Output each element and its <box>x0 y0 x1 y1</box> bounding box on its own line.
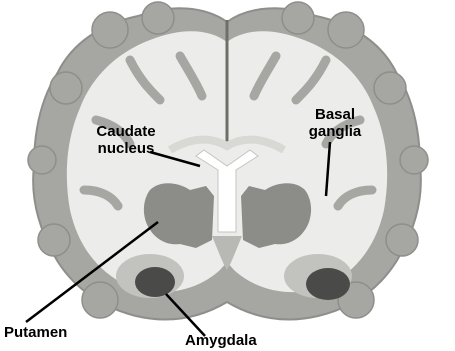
caudate-label-text: Caudate nucleus <box>76 123 176 157</box>
amygdala-right <box>306 268 350 300</box>
amygdala-left <box>135 267 175 297</box>
basal-ganglia-label: Basal ganglia <box>290 106 380 140</box>
basal-label-text: Basal ganglia <box>290 106 380 140</box>
amygdala-label: Amygdala <box>185 332 257 349</box>
putamen-label: Putamen <box>4 324 67 341</box>
caudate-nucleus-label: Caudate nucleus <box>76 123 176 157</box>
